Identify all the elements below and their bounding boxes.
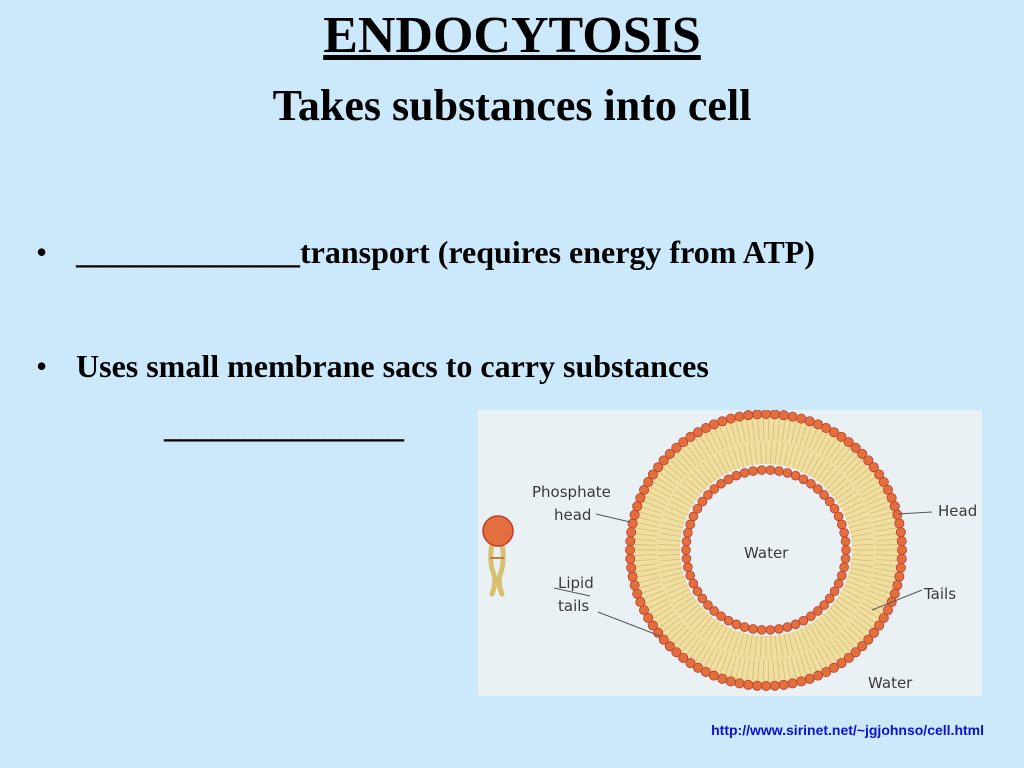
slide-subtitle: Takes substances into cell	[272, 81, 752, 130]
label-head-left: head	[554, 506, 591, 524]
fill-in-blank: _______________	[164, 408, 404, 444]
outer-lipid-tails	[632, 416, 900, 684]
leader-lines	[553, 511, 933, 637]
label-lipid: Lipid	[558, 574, 594, 592]
label-water-inner: Water	[744, 544, 789, 562]
slide-title: ENDOCYTOSIS	[323, 7, 701, 64]
label-phosphate: Phosphate	[532, 483, 611, 501]
label-water-outer: Water	[868, 674, 913, 692]
label-head-right: Head	[938, 502, 977, 520]
phospholipid-molecule-icon	[482, 515, 514, 597]
outer-phosphate-heads	[624, 410, 907, 691]
bullet-list: ______________transport (requires energy…	[32, 230, 1002, 388]
liposome-svg: Phosphate head Lipid tails Water Head Ta…	[482, 410, 977, 692]
label-tails-right: Tails	[923, 585, 956, 603]
liposome-diagram: Phosphate head Lipid tails Water Head Ta…	[478, 410, 982, 696]
bullet-membrane-sacs: Uses small membrane sacs to carry substa…	[32, 344, 1002, 388]
label-tails-left: tails	[558, 597, 589, 615]
bullet-active-transport: ______________transport (requires energy…	[32, 230, 1002, 274]
inner-lipid-tails	[658, 442, 874, 658]
inner-phosphate-heads	[681, 465, 851, 635]
source-link[interactable]: http://www.sirinet.net/~jgjohnso/cell.ht…	[711, 722, 984, 738]
